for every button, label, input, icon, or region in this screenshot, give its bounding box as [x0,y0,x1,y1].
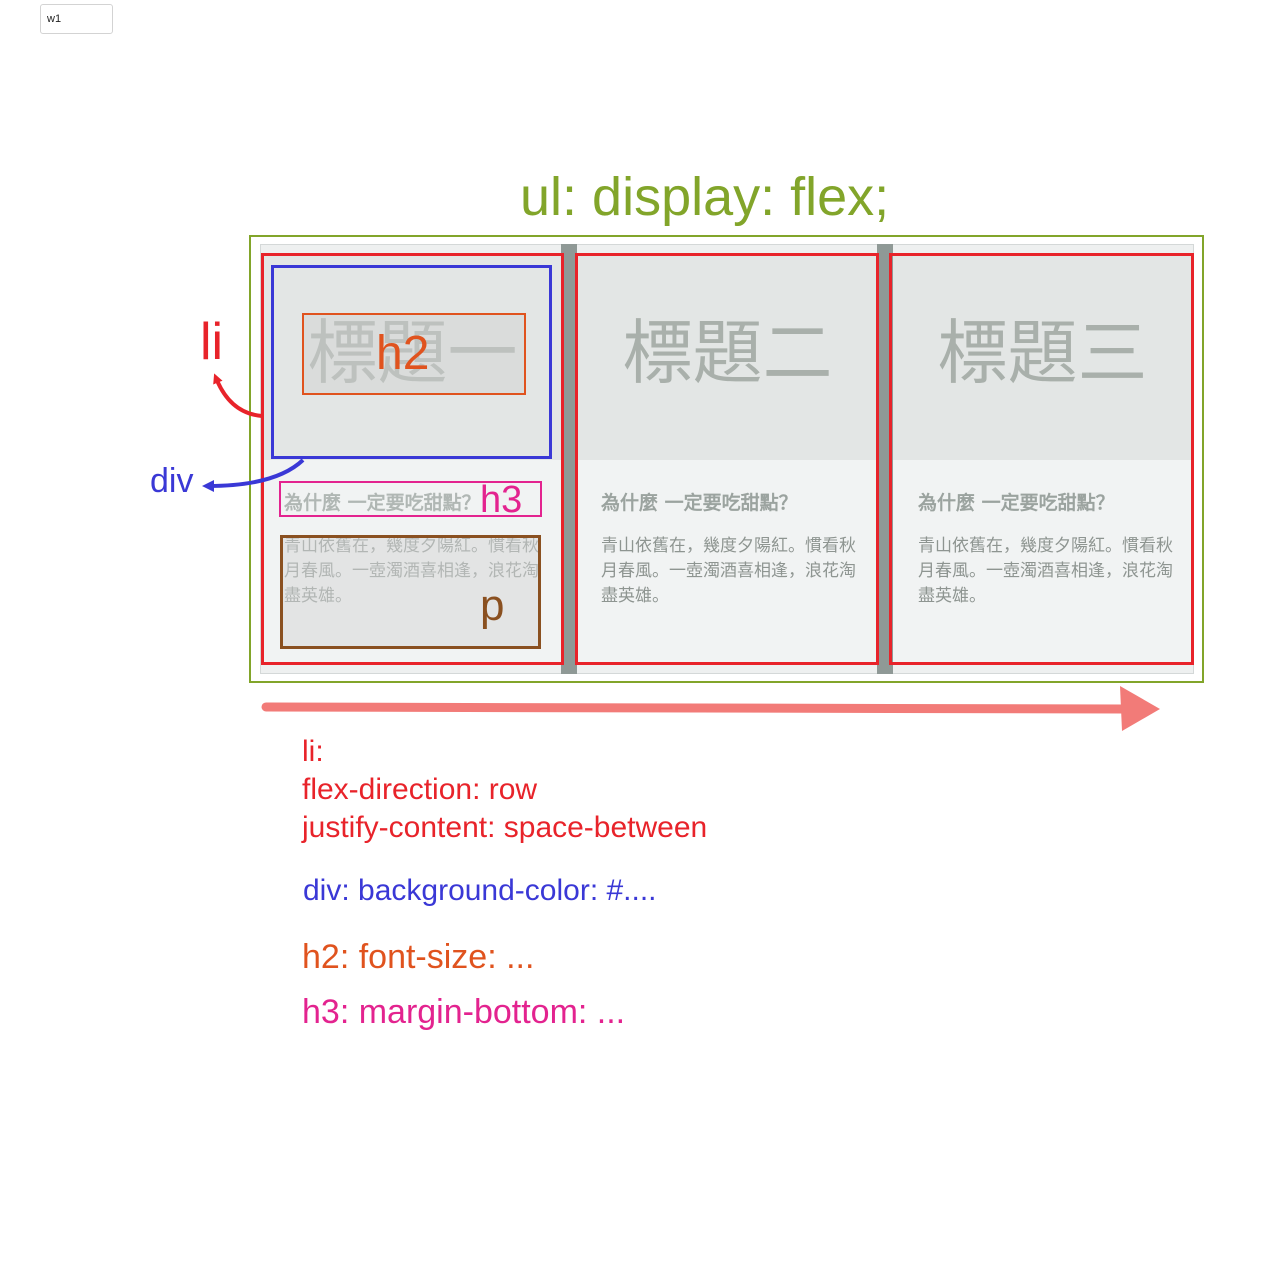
card-subtitle: 為什麼 一定要吃甜點？ [918,492,1115,514]
card-body: 青山依舊在，幾度夕陽紅。慣看秋月春風。一壺濁酒喜相逢，浪花淘盡英雄。 [601,536,856,606]
card-title: 標題三 [937,312,1148,394]
card-text-area [578,460,877,665]
div-note: div: background-color: #.... [303,874,657,907]
li-note-line: flex-direction: row [302,773,538,806]
div-label: div [150,462,194,500]
li-note-line: li: [302,735,324,768]
ul-label: ul: display: flex; [520,167,890,227]
card-image-area [893,255,1192,460]
h3-note: h3: margin-bottom: ... [302,993,626,1031]
ul-highlight-box [249,235,1204,683]
div-highlight-box [271,265,552,459]
h2-label: h2 [376,327,430,380]
card-subtitle: 為什麼 一定要吃甜點？ [601,492,798,514]
li-highlight-box [575,253,879,665]
div-pointer-arrow [202,458,305,492]
h2-highlight-box [302,313,526,395]
li-highlight-box [261,253,564,665]
card-title: 標題二 [622,312,833,394]
li-label: li [200,313,224,371]
card-image-area [578,255,877,460]
card-body: 青山依舊在，幾度夕陽紅。慣看秋月春風。一壺濁酒喜相逢，浪花淘盡英雄。 [284,536,539,606]
h3-highlight-box [279,481,542,517]
card-image-area [264,255,561,460]
p-highlight-box [280,535,541,649]
p-label: p [480,581,505,630]
card-title: 標題一 [307,312,518,394]
li-pointer-arrow [213,373,263,418]
li-notes: li: flex-direction: row justify-content:… [302,733,707,847]
card-body: 青山依舊在，幾度夕陽紅。慣看秋月春風。一壺濁酒喜相逢，浪花淘盡英雄。 [918,536,1173,606]
gap-bar [561,244,577,674]
frame-tag[interactable]: w1 [40,4,113,34]
card-subtitle: 為什麼 一定要吃甜點？ [284,492,481,514]
flex-direction-arrow [261,686,1160,731]
card-text-area [264,460,561,665]
li-note-line: justify-content: space-between [302,811,708,844]
card-text-area [893,460,1192,665]
h2-note: h2: font-size: ... [302,938,535,976]
h3-label: h3 [480,479,523,521]
li-highlight-box [889,253,1194,665]
